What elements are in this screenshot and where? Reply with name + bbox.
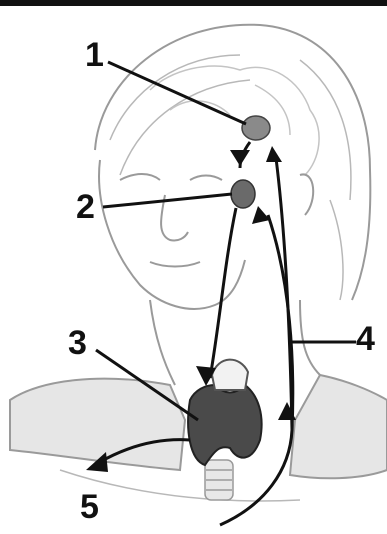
leader-line-2 [103, 194, 232, 207]
larynx-cartilage [212, 360, 248, 390]
arrowhead-up-to-pituitary [252, 206, 270, 224]
pathway-feedback-to-hypothalamus [276, 158, 292, 430]
pathway-pituitary-to-thyroid [210, 208, 236, 378]
leader-line-1 [108, 62, 246, 124]
hypothalamus [242, 116, 270, 140]
top-border [0, 0, 387, 6]
pituitary-gland [231, 180, 255, 208]
label-2: 2 [76, 190, 95, 224]
ear [300, 174, 313, 215]
mouth [150, 262, 200, 267]
thyroid-gland [188, 385, 261, 465]
arrowhead-down-to-pituitary [230, 150, 250, 166]
arrowhead-up-to-hypothalamus [266, 146, 282, 162]
eye-right [190, 176, 222, 181]
label-1: 1 [85, 38, 104, 72]
shoulder-right [290, 375, 387, 478]
label-4: 4 [356, 322, 375, 356]
head-outline [95, 25, 370, 300]
label-5: 5 [80, 490, 99, 524]
hair-strands [110, 55, 351, 300]
label-3: 3 [68, 326, 87, 360]
eye-left [120, 174, 160, 180]
